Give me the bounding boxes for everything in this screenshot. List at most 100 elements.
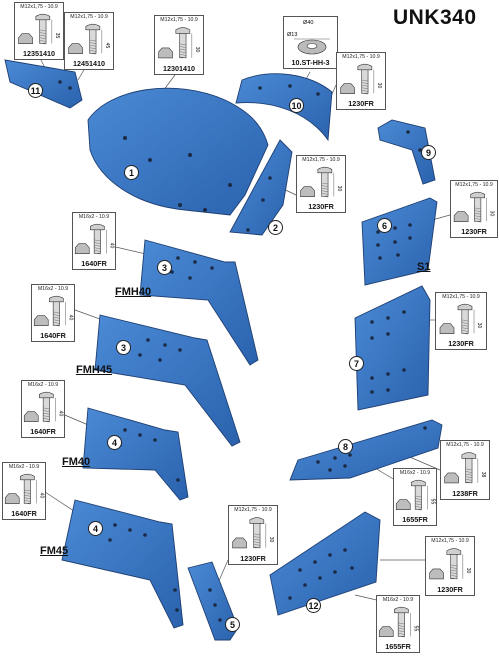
fastener-spec: M16x2 - 10.9 [399, 470, 431, 476]
fastener-code: 12301410 [163, 64, 195, 73]
body-label-fm45: FM45 [40, 545, 69, 557]
washer-card: Ø40 Ø13 10.ST-HH-3 [283, 16, 338, 69]
fastener-spec: M16x2 - 10.9 [8, 464, 40, 470]
bolt-nut-icon: 30 [453, 191, 495, 223]
bolt-nut-icon: 38 [444, 452, 486, 484]
fastener-spec: M12x1,75 - 10.9 [20, 4, 58, 10]
bolt-nut-icon: 40 [33, 295, 73, 327]
bolt-length: 40 [38, 493, 44, 499]
bolt-length: 45 [104, 43, 110, 49]
fastener-code: 1230FR [461, 227, 487, 236]
part-number-5: 5 [225, 617, 240, 632]
fastener-code: 1230FR [240, 554, 266, 563]
part-10-strip [235, 73, 333, 142]
bolt-length: 40 [57, 411, 63, 417]
fastener-card: 30 M12x1,75 - 10.9 1230FR [425, 536, 475, 596]
fastener-code: 12351410 [23, 49, 55, 58]
bolt-length: 30 [376, 83, 382, 89]
part-number-1: 1 [124, 165, 139, 180]
fastener-card: 40 M16x2 - 10.9 1640FR [31, 284, 75, 342]
bolt-length: 30 [268, 537, 274, 543]
part-number-4-fm40: 4 [107, 435, 122, 450]
part-9-bracket [377, 119, 436, 185]
fastener-code: 1230FR [448, 339, 474, 348]
bolt-nut-icon: 30 [340, 63, 382, 95]
bolt-length: 30 [476, 323, 482, 329]
bolt-nut-icon: 40 [74, 223, 114, 255]
fastener-card: 35 M12x1,75 - 10.9 12351410 [14, 2, 64, 60]
fastener-code: 1230FR [308, 202, 334, 211]
fastener-card: 38 M12x1,75 - 10.9 1238FR [440, 440, 490, 500]
fastener-code: 1230FR [348, 99, 374, 108]
fastener-code: 1655FR [385, 642, 411, 651]
fastener-card: 40 M16x2 - 10.9 1640FR [2, 462, 46, 520]
washer-inner: Ø13 [287, 32, 298, 38]
bolt-length: 55 [412, 626, 418, 632]
part-8-plate [289, 419, 443, 481]
bolt-nut-icon: 30 [158, 27, 200, 59]
part-4-share-fm45 [61, 499, 184, 629]
fastener-card: 40 M16x2 - 10.9 1640FR [21, 380, 65, 438]
bolt-nut-icon: 55 [395, 479, 435, 511]
bolt-length: 40 [108, 243, 114, 249]
bolt-length: 40 [67, 315, 73, 321]
bolt-length: 35 [54, 33, 60, 39]
part-12-plate [269, 511, 381, 616]
bolt-nut-icon: 35 [18, 13, 60, 45]
fastener-spec: M12x1,75 - 10.9 [455, 182, 493, 188]
part-number-2: 2 [268, 220, 283, 235]
fastener-code: 1640FR [30, 427, 56, 436]
part-number-10: 10 [289, 98, 304, 113]
body-label-fm40: FM40 [62, 456, 91, 468]
fastener-spec: M12x1,75 - 10.9 [302, 157, 340, 163]
washer-code: 10.ST-HH-3 [291, 58, 330, 67]
bolt-length: 38 [480, 472, 486, 478]
fastener-code: 1238FR [452, 489, 478, 498]
fastener-code: 1640FR [11, 509, 37, 518]
bolt-length: 30 [336, 186, 342, 192]
fastener-code: 12451410 [73, 59, 105, 68]
fastener-code: 1640FR [81, 259, 107, 268]
bolt-holes [58, 80, 427, 622]
part-number-3-fmh40: 3 [157, 260, 172, 275]
bolt-length: 30 [465, 568, 471, 574]
fastener-spec: M12x1,75 - 10.9 [431, 538, 469, 544]
bolt-nut-icon: 40 [4, 473, 44, 505]
fastener-card: 30 M12x1,75 - 10.9 12301410 [154, 15, 204, 75]
fastener-card: 55 M16x2 - 10.9 1655FR [376, 595, 420, 653]
fastener-card: 30 M12x1,75 - 10.9 1230FR [450, 180, 498, 238]
part-4-share-fm40 [82, 407, 189, 501]
bolt-nut-icon: 30 [232, 517, 274, 549]
fastener-spec: M16x2 - 10.9 [382, 597, 414, 603]
part-7-plate [354, 285, 431, 411]
bolt-nut-icon: 30 [300, 166, 342, 198]
fastener-spec: M12x1,75 - 10.9 [160, 17, 198, 23]
part-number-11: 11 [28, 83, 43, 98]
part-number-12: 12 [306, 598, 321, 613]
fastener-spec: M12x1,75 - 10.9 [342, 54, 380, 60]
fastener-card: 30 M12x1,75 - 10.9 1230FR [228, 505, 278, 565]
bolt-length: 30 [194, 47, 200, 53]
body-label-s1: S1 [417, 261, 431, 273]
diagram-title: UNK340 [393, 6, 477, 29]
fastener-spec: M16x2 - 10.9 [37, 286, 69, 292]
fastener-spec: M12x1,75 - 10.9 [446, 442, 484, 448]
bolt-length: 30 [489, 211, 495, 217]
fastener-card: 55 M16x2 - 10.9 1655FR [393, 468, 437, 526]
washer-outer: Ø40 [303, 20, 314, 26]
part-1-mouldboard [87, 87, 269, 216]
body-label-fmh45: FMH45 [76, 364, 113, 376]
fastener-spec: M12x1,75 - 10.9 [442, 294, 480, 300]
bolt-nut-icon: 45 [68, 23, 110, 55]
bolt-nut-icon: 40 [23, 391, 63, 423]
fastener-spec: M12x1,75 - 10.9 [234, 507, 272, 513]
fastener-spec: M16x2 - 10.9 [27, 382, 59, 388]
fastener-code: 1655FR [402, 515, 428, 524]
part-number-9: 9 [421, 145, 436, 160]
part-number-8: 8 [338, 439, 353, 454]
fastener-code: 1230FR [437, 585, 463, 594]
bolt-nut-icon: 30 [439, 303, 482, 335]
part-number-3-fmh45: 3 [116, 340, 131, 355]
washer-icon [294, 38, 330, 55]
